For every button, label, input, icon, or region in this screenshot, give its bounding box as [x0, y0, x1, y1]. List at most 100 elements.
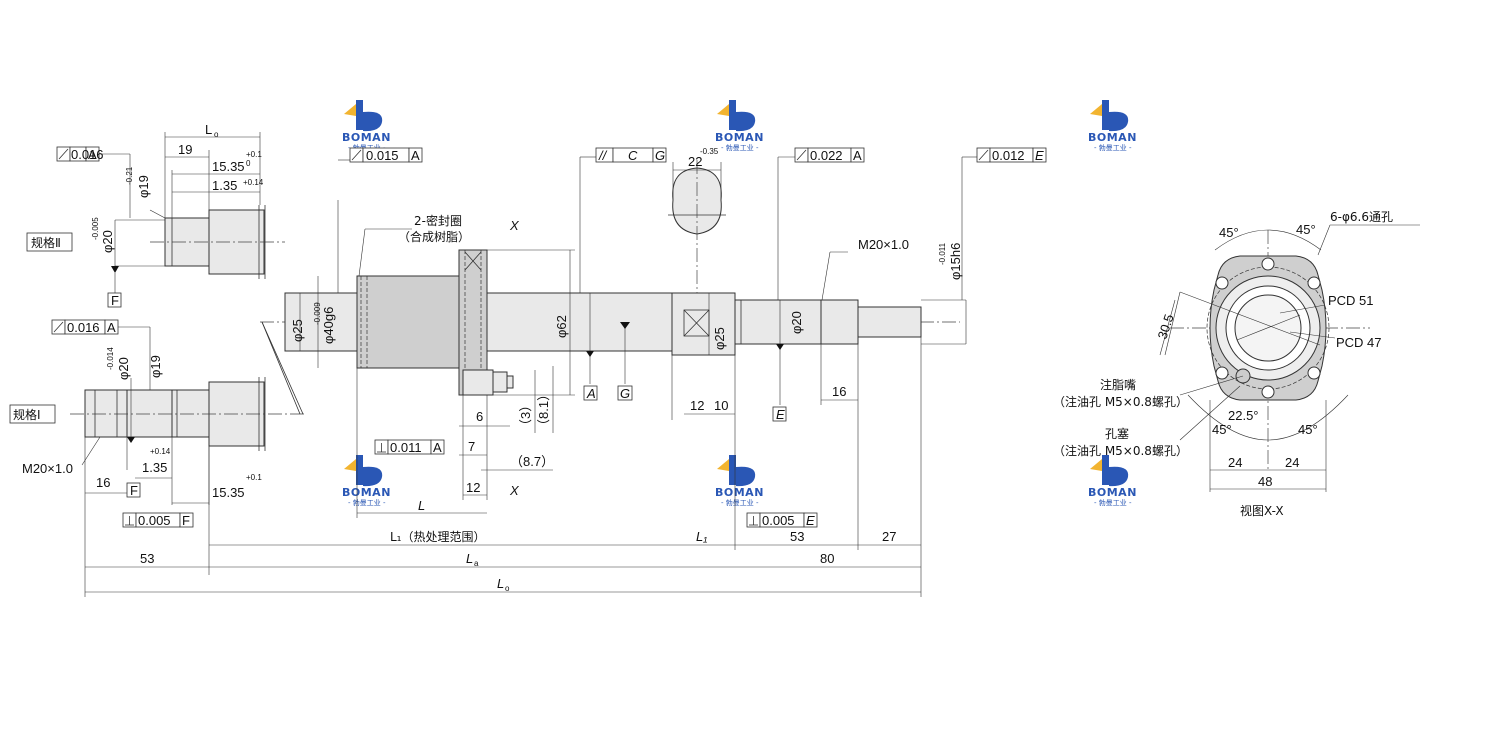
logo-brand: BOMAN	[1088, 486, 1137, 499]
tolerance-frame-015	[349, 147, 423, 163]
logo-brand: BOMAN	[342, 486, 391, 499]
spec-i-shaft-end	[70, 377, 305, 510]
datum-e: E	[776, 407, 785, 422]
dim-lo-top: L	[205, 122, 212, 137]
dim-la-sub: a	[474, 559, 479, 568]
dim-80: 80	[820, 551, 834, 566]
boman-logo: BOMAN - 勃曼工业 -	[1088, 100, 1137, 152]
tol-phi20-b: -0.014	[106, 347, 115, 370]
spec-i-label-box	[9, 404, 56, 424]
tolerance-frame-perp-005-e	[746, 512, 818, 528]
dim-phi19: φ19	[136, 175, 151, 198]
frame-value: 0.005	[762, 513, 795, 528]
tol-plus01: +0.1	[246, 150, 262, 159]
frame-datum: G	[655, 148, 665, 163]
dim-phi40g6: φ40g6	[321, 307, 336, 344]
logo-brand: BOMAN	[715, 131, 764, 144]
label-pcd51: PCD 51	[1328, 293, 1374, 308]
frame-symbol: //	[598, 148, 608, 163]
angle-45-2: 45°	[1296, 222, 1316, 237]
label-pcd47: PCD 47	[1336, 335, 1382, 350]
frame-value: 0.022	[810, 148, 843, 163]
dim-7: 7	[468, 439, 475, 454]
dim-m20-left: M20×1.0	[22, 461, 73, 476]
tolerance-frame-perp-011	[374, 439, 445, 455]
flange-end-view	[1159, 224, 1420, 492]
tolerance-frame-022	[794, 147, 865, 163]
dim-22: 22	[688, 154, 702, 169]
dim-3: （3）	[518, 399, 533, 432]
dim-phi15h6: φ15h6	[948, 243, 963, 280]
angle-45-3: 45°	[1212, 422, 1232, 437]
logo-brand: BOMAN	[1088, 131, 1137, 144]
dim-15-35: 15.35	[212, 159, 245, 174]
nut-section-view	[668, 160, 726, 293]
tol-15: -0.011	[938, 242, 947, 265]
dim-8-7: （8.7）	[510, 454, 554, 469]
datum-g: G	[620, 386, 630, 401]
dim-16-b: 16	[832, 384, 846, 399]
logo-subtitle: - 勃曼工业 -	[348, 498, 386, 507]
dim-phi25-b: φ25	[712, 327, 727, 350]
tol-22: -0.35	[700, 147, 719, 156]
tol-plus014: +0.14	[243, 178, 264, 187]
frame-value: 0.016	[71, 147, 104, 162]
frame-datum: E	[806, 513, 815, 528]
dim-1-35-b: 1.35	[142, 460, 167, 475]
dim-16: 16	[96, 475, 110, 490]
datum-a-box	[583, 385, 598, 401]
dim-8-1: （8.1）	[536, 388, 551, 432]
logo-subtitle: - 勃曼工业 -	[721, 498, 759, 507]
datum-e-box	[772, 406, 787, 422]
tolerance-frame-runout-top	[56, 146, 131, 218]
dim-phi20-b: φ20	[116, 357, 131, 380]
label-seal: 2-密封圈	[414, 213, 462, 228]
tolerance-frame-parallel-cg	[595, 147, 667, 163]
dim-l1-heat: L₁（热处理范围）	[390, 530, 486, 544]
frame-datum: A	[433, 440, 442, 455]
dim-m20-right: M20×1.0	[858, 237, 909, 252]
frame-datum: A	[411, 148, 420, 163]
tol-40-a: -0.009	[313, 302, 322, 325]
angle-45-4: 45°	[1298, 422, 1318, 437]
tol-phi20-a: -0.005	[91, 217, 100, 240]
angle-22-5: 22.5°	[1228, 408, 1259, 423]
boman-logo: BOMAN - 勃曼工业 -	[1088, 455, 1137, 507]
spec-ii-label-box	[26, 232, 73, 252]
datum-f-box	[107, 292, 122, 308]
dim-lo-bottom: L	[497, 576, 504, 591]
angle-45-1: 45°	[1219, 225, 1239, 240]
dim-30-5: 30.5	[1155, 312, 1177, 341]
dim-19: 19	[178, 142, 192, 157]
dim-24-a: 24	[1228, 455, 1242, 470]
dim-53-c: 53	[140, 551, 154, 566]
dim-phi19-b: φ19	[148, 355, 163, 378]
dim-phi25: φ25	[290, 319, 305, 342]
label-grease-hole: （注油孔 M5×0.8螺孔）	[1053, 394, 1188, 409]
datum-f-box-b	[126, 482, 141, 498]
dim-phi20: φ20	[100, 230, 115, 253]
section-mark-x-top: X	[509, 218, 520, 233]
logo-subtitle: - 勃曼工业 -	[348, 143, 386, 152]
dim-l: L	[418, 498, 425, 513]
spec-ii-shaft-end	[111, 132, 285, 279]
dim-lo-top-sub: o	[214, 130, 219, 139]
logo-subtitle: - 勃曼工业 -	[1094, 498, 1132, 507]
tol-phi19: -0.21	[125, 166, 134, 185]
label-holes: 6-φ6.6通孔	[1330, 210, 1393, 224]
frame-value: 0.011	[390, 440, 422, 455]
section-mark-x-bottom: X	[509, 483, 520, 498]
dim-24-b: 24	[1285, 455, 1299, 470]
dim-l1: L₁	[696, 529, 707, 544]
datum-f: F	[111, 293, 119, 308]
dim-lo-bottom-sub: o	[505, 584, 510, 593]
label-seal-material: （合成树脂）	[398, 229, 470, 244]
label-grease: 注脂嘴	[1100, 377, 1136, 392]
dim-12-b: 12	[466, 480, 480, 495]
dim-phi20-c: φ20	[789, 311, 804, 334]
frame-datum: A	[88, 147, 97, 162]
datum-a: A	[586, 386, 596, 401]
dim-10: 10	[714, 398, 728, 413]
frame-value: 0.005	[138, 513, 171, 528]
